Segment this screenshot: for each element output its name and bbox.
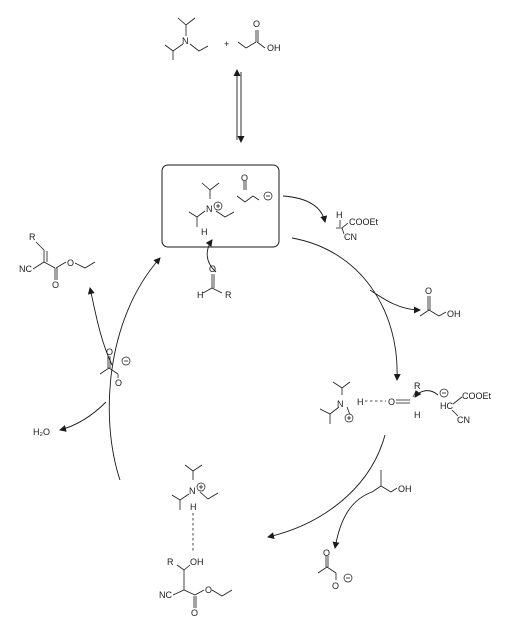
top-reactants: N + O OH (164, 17, 281, 60)
alk-o: O (191, 608, 198, 618)
ts-ester: COOEt (462, 391, 492, 401)
malono-ester: COOEt (349, 217, 379, 227)
product-o2: O (67, 258, 74, 268)
alk-o2: O (205, 585, 212, 595)
box-n: N (206, 204, 213, 214)
malono-h: H (336, 210, 343, 220)
alk-n: N (189, 486, 196, 496)
aldehyde-h: H (197, 290, 204, 300)
bottom-acetate: O O (317, 548, 353, 591)
ts-o: O (388, 397, 395, 407)
aldol-intermediate: N H OH R NC O O (159, 464, 233, 618)
ts-cn: CN (457, 415, 470, 425)
malono-cn: CN (344, 232, 357, 242)
bottom-acid-oh: OH (398, 484, 412, 494)
catalytic-cycle-arcs (59, 237, 421, 549)
box-acetate-o: O (241, 173, 248, 183)
product-nc: NC (19, 264, 32, 274)
box-h: H (201, 227, 208, 237)
right-acid-oh: OH (447, 309, 461, 319)
ts-h: H (357, 397, 364, 407)
product-r: R (29, 232, 36, 242)
aldehyde-r: R (225, 290, 232, 300)
equilibrium-arrows (233, 69, 245, 143)
box-acetate: O (236, 173, 273, 203)
ts-ch: H (414, 410, 421, 420)
ts-r: R (414, 381, 421, 391)
product-o: O (52, 280, 59, 290)
bottom-acetic-acid: OH (371, 470, 412, 494)
left-acetate-o: O (106, 347, 113, 357)
ethyl-cyanoacetate: H COOEt CN (282, 195, 379, 242)
ts-hc: HC (440, 401, 453, 411)
bottom-acetate-om: O (332, 581, 339, 591)
left-acetate: O O (99, 347, 131, 388)
alk-h: H (190, 502, 197, 512)
ts-n: N (337, 399, 344, 409)
left-acetate-om: O (115, 378, 122, 388)
top-acid-o: O (253, 19, 260, 29)
top-acetic-acid: O OH (237, 19, 281, 53)
alk-oh: OH (190, 557, 204, 567)
top-amine: N (164, 17, 209, 60)
right-acetic-acid: O OH (419, 286, 461, 319)
top-plus-sign: + (224, 39, 229, 49)
box-ammonium: N H (188, 182, 235, 237)
ammonium-acetate-box (161, 164, 280, 248)
bottom-acetate-o: O (323, 548, 330, 558)
alk-r: R (167, 557, 174, 567)
alk-nc: NC (159, 590, 172, 600)
top-acid-oh: OH (267, 43, 281, 53)
transition-state: N H O R H HC COOEt CN (319, 381, 492, 425)
water-label: H₂O (33, 427, 50, 437)
right-acid-o: O (425, 286, 432, 296)
aldehyde: O H R (197, 239, 232, 300)
top-amine-n: N (182, 36, 189, 46)
knoevenagel-product: R NC O O (19, 232, 96, 290)
